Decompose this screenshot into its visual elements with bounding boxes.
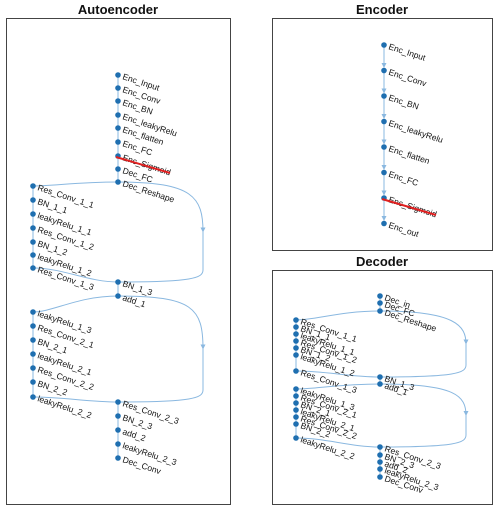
decoder-edge-skip1a (379, 310, 469, 345)
autoencoder-node-add-1[interactable] (115, 293, 121, 299)
autoencoder-node-leakyrelu-2-2[interactable] (30, 394, 36, 400)
autoencoder-node-bn-2-1[interactable] (30, 337, 36, 343)
autoencoder-node-bn-1-2[interactable] (30, 239, 36, 245)
decoder-node-res-conv-1-2[interactable] (293, 338, 299, 344)
autoencoder-node-leakyrelu-1-1[interactable] (30, 211, 36, 217)
autoencoder-edge-join1 (32, 267, 119, 283)
decoder-node-res-conv-2-1[interactable] (293, 393, 299, 399)
encoder-label-enc-fc: Enc_FC (387, 169, 419, 188)
encoder-title: Encoder (355, 2, 408, 17)
decoder-node-leakyrelu-1-1[interactable] (293, 331, 299, 337)
decoder-edge-skip2b (379, 415, 467, 448)
decoder-node-bn-1-3[interactable] (377, 374, 383, 380)
autoencoder-highlight-line (115, 156, 171, 174)
autoencoder-node-add-2[interactable] (115, 427, 121, 433)
autoencoder-node-dec-reshape[interactable] (115, 179, 121, 185)
edges-layer (32, 45, 469, 477)
autoencoder-node-bn-1-3[interactable] (115, 279, 121, 285)
encoder-node-enc-bn[interactable] (381, 93, 387, 99)
encoder-highlight-line (381, 198, 437, 216)
encoder-label-enc-sigmoid: Enc_Sigmoid (387, 194, 438, 219)
decoder-node-dec-in[interactable] (377, 293, 383, 299)
autoencoder-node-dec-conv[interactable] (115, 455, 121, 461)
autoencoder-node-enc-flatten[interactable] (115, 125, 121, 131)
autoencoder-panel (6, 18, 231, 505)
autoencoder-edge-split1 (32, 181, 119, 187)
nodes-layer: Enc_InputEnc_ConvEnc_BNEnc_leakyReluEnc_… (30, 41, 445, 495)
autoencoder-edge-skip1a (117, 181, 206, 233)
decoder-node-leakyrelu-1-2[interactable] (293, 352, 299, 358)
decoder-edge-skip2a (379, 383, 469, 416)
decoder-edge-join2 (295, 437, 381, 448)
autoencoder-node-enc-conv[interactable] (115, 85, 121, 91)
autoencoder-node-res-conv-2-2[interactable] (30, 365, 36, 371)
encoder-node-enc-flatten[interactable] (381, 144, 387, 150)
decoder-edge-join1 (295, 370, 381, 378)
autoencoder-node-leakyrelu-1-3[interactable] (30, 309, 36, 315)
encoder-label-enc-flatten: Enc_flatten (387, 143, 431, 166)
encoder-label-enc-bn: Enc_BN (387, 92, 420, 111)
autoencoder-node-enc-fc[interactable] (115, 139, 121, 145)
decoder-node-bn-1-1[interactable] (293, 324, 299, 330)
encoder-node-enc-input[interactable] (381, 42, 387, 48)
decoder-node-dec-conv[interactable] (377, 474, 383, 480)
autoencoder-node-bn-1-1[interactable] (30, 197, 36, 203)
decoder-edge-split2 (295, 383, 381, 390)
autoencoder-node-leakyrelu-1-2[interactable] (30, 252, 36, 258)
decoder-node-bn-2-1[interactable] (293, 400, 299, 406)
autoencoder-node-res-conv-2-3[interactable] (115, 399, 121, 405)
autoencoder-edge-skip1b (117, 232, 204, 283)
encoder-label-enc-conv: Enc_Conv (387, 67, 428, 89)
decoder-edge-skip1b (379, 344, 467, 378)
decoder-panel (272, 270, 493, 505)
decoder-node-res-conv-2-2[interactable] (293, 414, 299, 420)
autoencoder-node-bn-2-2[interactable] (30, 379, 36, 385)
autoencoder-node-leakyrelu-2-3[interactable] (115, 441, 121, 447)
autoencoder-edge-skip2a (117, 295, 206, 350)
encoder-label-enc-input: Enc_Input (387, 41, 427, 63)
autoencoder-edge-join2 (32, 396, 119, 403)
decoder-node-leakyrelu-2-3[interactable] (377, 466, 383, 472)
encoder-node-enc-fc[interactable] (381, 169, 387, 176)
autoencoder-node-res-conv-1-2[interactable] (30, 225, 36, 231)
decoder-node-leakyrelu-2-1[interactable] (293, 407, 299, 413)
autoencoder-node-dec-fc[interactable] (115, 166, 121, 172)
decoder-node-bn-1-2[interactable] (293, 345, 299, 351)
decoder-node-dec-fc[interactable] (377, 300, 383, 306)
decoder-node-add-1[interactable] (377, 381, 383, 387)
autoencoder-node-enc-input[interactable] (115, 72, 121, 78)
decoder-node-res-conv-2-3[interactable] (377, 444, 383, 450)
encoder-node-enc-conv[interactable] (381, 67, 387, 74)
decoder-node-leakyrelu-1-3[interactable] (293, 386, 299, 392)
encoder-label-enc-leakyrelu: Enc_leakyRelu (387, 118, 444, 145)
autoencoder-edge-skip2b (117, 349, 204, 403)
decoder-node-res-conv-1-1[interactable] (293, 317, 299, 323)
autoencoder-label-leakyrelu-2-2: leakyRelu_2_2 (36, 393, 93, 420)
decoder-node-dec-reshape[interactable] (377, 308, 383, 314)
autoencoder-node-enc-leakyrelu[interactable] (115, 112, 121, 118)
autoencoder-node-res-conv-2-1[interactable] (30, 323, 36, 329)
autoencoder-node-res-conv-1-1[interactable] (30, 183, 36, 189)
autoencoder-edge-split2 (32, 295, 119, 313)
autoencoder-node-res-conv-1-3[interactable] (30, 265, 36, 271)
autoencoder-node-bn-2-3[interactable] (115, 413, 121, 419)
encoder-node-enc-out[interactable] (381, 220, 387, 227)
decoder-node-bn-2-2[interactable] (293, 421, 299, 427)
decoder-node-leakyrelu-2-2[interactable] (293, 435, 299, 441)
encoder-node-enc-leakyrelu[interactable] (381, 118, 387, 125)
encoder-panel (272, 18, 493, 251)
autoencoder-title: Autoencoder (77, 2, 159, 17)
decoder-node-res-conv-1-3[interactable] (293, 368, 299, 374)
decoder-node-add-2[interactable] (377, 459, 383, 465)
decoder-edge-split1 (295, 310, 381, 321)
autoencoder-node-enc-bn[interactable] (115, 98, 121, 104)
autoencoder-node-leakyrelu-2-1[interactable] (30, 351, 36, 357)
encoder-label-enc-out: Enc_out (387, 220, 420, 239)
decoder-title: Decoder (355, 254, 409, 269)
decoder-node-bn-2-3[interactable] (377, 452, 383, 458)
